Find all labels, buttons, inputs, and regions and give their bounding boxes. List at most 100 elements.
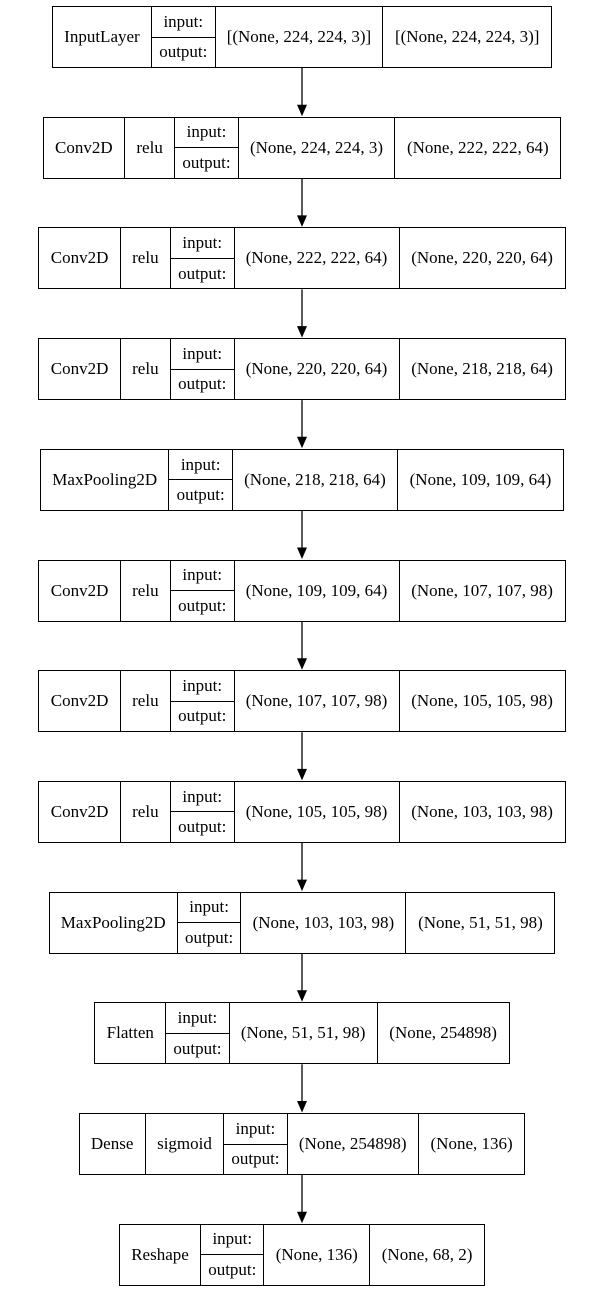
input-shape: (None, 105, 105, 98) [235, 781, 400, 842]
output-label: output: [178, 817, 227, 837]
layer-type: Conv2D [44, 117, 125, 178]
input-label: input: [170, 782, 234, 813]
input-shape: (None, 51, 51, 98) [230, 1003, 378, 1064]
input-label: input: [170, 671, 234, 702]
io-labels: input: output: [201, 1224, 265, 1285]
output-label: output: [178, 263, 227, 283]
output-label: output: [231, 1149, 280, 1169]
arrow-head [297, 547, 307, 559]
output-shape: (None, 220, 220, 64) [411, 248, 553, 268]
arrow-head [297, 436, 307, 449]
layer-type: MaxPooling2D [50, 892, 178, 953]
io-labels: input: output: [170, 671, 235, 732]
input-shape: (None, 103, 103, 98) [241, 892, 407, 953]
output-shape: (None, 109, 109, 64) [409, 469, 552, 489]
input-label: input: [175, 118, 238, 149]
io-labels: input: output: [170, 339, 235, 400]
output-shape: (None, 136) [430, 1134, 513, 1153]
layer-activation: relu [121, 339, 171, 400]
output-shape: (None, 107, 107, 98) [411, 580, 553, 600]
output-shape: [(None, 224, 224, 3)] [394, 27, 540, 46]
input-shape: (None, 109, 109, 64) [235, 560, 400, 621]
output-label: output: [208, 1259, 257, 1279]
input-label: input: [224, 1114, 287, 1145]
input-label: input: [169, 450, 232, 481]
io-labels: input: output: [166, 1003, 230, 1064]
arrow-head [297, 990, 307, 1002]
layer-type: Reshape [120, 1224, 202, 1285]
arrow-head [297, 1211, 307, 1224]
arrow-head [297, 768, 307, 781]
output-shape: (None, 222, 222, 64) [406, 137, 549, 157]
layer-type: Flatten [95, 1003, 167, 1064]
output-shape: (None, 105, 105, 98) [411, 691, 553, 711]
output-label: output: [178, 374, 227, 394]
input-label: input: [170, 561, 234, 591]
io-labels: input: output: [170, 781, 235, 842]
input-label: input: [201, 1225, 264, 1256]
arrow-head [297, 879, 307, 892]
layer-type: Conv2D [39, 560, 121, 621]
layer-activation: relu [125, 117, 176, 178]
input-shape: (None, 222, 222, 64) [235, 228, 400, 289]
arrow-head [297, 658, 307, 670]
input-label: input: [166, 1003, 229, 1034]
io-labels: input: output: [169, 449, 233, 510]
input-shape: [(None, 224, 224, 3)] [216, 7, 384, 67]
input-shape: (None, 224, 224, 3) [239, 117, 396, 178]
output-shape: (None, 68, 2) [381, 1244, 473, 1264]
layer-activation: relu [121, 781, 171, 842]
layer-type: Conv2D [39, 228, 121, 289]
layer-type: Conv2D [39, 781, 121, 842]
layer-activation: relu [121, 560, 171, 621]
layer-type: MaxPooling2D [41, 449, 170, 510]
output-label: output: [185, 927, 234, 947]
input-shape: (None, 136) [264, 1224, 371, 1285]
input-shape: (None, 254898) [288, 1114, 419, 1174]
input-shape: (None, 218, 218, 64) [233, 449, 398, 510]
io-labels: input: output: [170, 560, 235, 621]
arrow-head [297, 104, 307, 117]
output-shape: (None, 51, 51, 98) [418, 912, 543, 932]
output-shape: (None, 218, 218, 64) [411, 359, 553, 379]
io-labels: input: output: [170, 228, 235, 289]
output-label: output: [173, 1038, 222, 1058]
input-shape: (None, 107, 107, 98) [235, 671, 400, 732]
layer-activation: sigmoid [146, 1114, 225, 1174]
input-shape: (None, 220, 220, 64) [235, 339, 400, 400]
io-labels: input:output: [152, 7, 216, 67]
output-shape: (None, 254898) [389, 1023, 497, 1043]
input-label: input: [177, 893, 241, 924]
output-label: output: [178, 595, 227, 615]
layer-activation: relu [121, 228, 171, 289]
arrow-head [297, 1101, 307, 1113]
layer-activation: relu [121, 671, 171, 732]
layer-type: Conv2D [39, 339, 121, 400]
arrow-head [297, 215, 307, 227]
layer-type: Dense [80, 1114, 146, 1174]
layer-type: Conv2D [39, 671, 121, 732]
io-labels: input: output: [224, 1114, 288, 1174]
output-label: output: [182, 152, 231, 172]
io-labels: input: output: [177, 892, 242, 953]
layer-type: InputLayer [53, 7, 153, 67]
output-shape: (None, 103, 103, 98) [411, 801, 553, 821]
io-labels: input: output: [175, 117, 239, 178]
input-label: input: [152, 7, 215, 38]
input-label: input: [170, 339, 234, 370]
input-label: input: [170, 228, 234, 259]
output-label: output: [176, 485, 225, 505]
output-label: output: [178, 706, 227, 726]
